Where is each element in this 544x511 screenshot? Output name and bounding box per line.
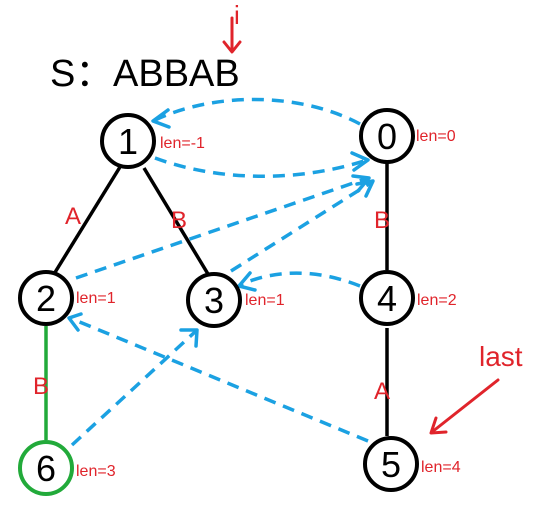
edge-label-2-6: B [33, 373, 49, 400]
len-label-node-6: len=3 [76, 463, 116, 480]
i-marker-arrow [222, 16, 242, 54]
tree-edge-1-2 [52, 166, 122, 275]
edge-label-1-2: A [65, 203, 81, 230]
fail-link-6-3 [70, 328, 199, 447]
node-5-id: 5 [381, 444, 401, 485]
string-value: ABBAB [113, 53, 240, 95]
len-label-node-2: len=1 [76, 290, 116, 307]
string-prefix: S： [50, 53, 113, 95]
edge-label-0-4: B [374, 207, 390, 234]
node-3: 3 [186, 272, 242, 328]
fail-link-1-0 [154, 151, 370, 178]
i-marker-label: i [234, 0, 240, 30]
len-label-node-1: len=-1 [160, 135, 205, 152]
node-4-id: 4 [377, 278, 397, 319]
fail-link-2-0 [75, 174, 371, 280]
node-2: 2 [18, 270, 74, 326]
len-label-node-5: len=4 [421, 459, 461, 476]
fail-link-5-2 [67, 312, 369, 443]
len-label-node-3: len=1 [245, 292, 285, 309]
last-marker-arrow [429, 378, 500, 435]
last-marker-label: last [479, 341, 523, 372]
node-2-id: 2 [36, 278, 56, 319]
node-3-id: 3 [204, 280, 224, 321]
edge-label-4-5: A [374, 378, 390, 405]
node-6-id: 6 [36, 448, 56, 489]
fail-link-0-1 [151, 97, 361, 129]
node-0: 0 [359, 108, 415, 164]
node-1: 1 [100, 113, 156, 169]
node-0-id: 0 [377, 116, 397, 157]
edge-label-1-3: B [171, 207, 187, 234]
node-6: 6 [18, 440, 74, 496]
tree-edge-1-3 [142, 167, 210, 275]
node-1-id: 1 [118, 121, 138, 162]
fail-link-3-0 [230, 179, 375, 273]
len-label-node-0: len=0 [416, 128, 456, 145]
fail-link-4-3 [237, 271, 361, 292]
node-5: 5 [363, 436, 419, 492]
len-label-node-4: len=2 [417, 292, 457, 309]
node-4: 4 [359, 270, 415, 326]
